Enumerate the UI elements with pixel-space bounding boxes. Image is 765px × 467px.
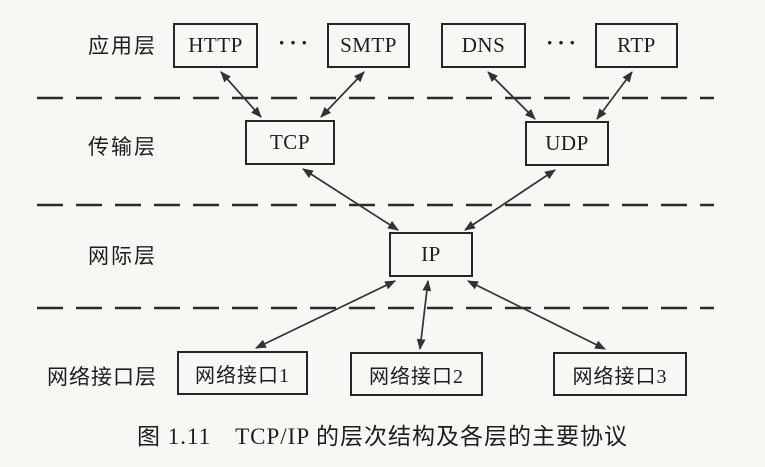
edge-dns-udp <box>487 71 536 120</box>
node-network-interface-2: 网络接口2 <box>350 352 483 396</box>
node-udp: UDP <box>525 121 609 166</box>
node-ip: IP <box>389 232 473 277</box>
edge-ip-ni3 <box>467 280 606 350</box>
layer-label-internet: 网际层 <box>88 244 157 268</box>
node-http: HTTP <box>173 23 258 68</box>
node-smtp: SMTP <box>327 23 410 68</box>
edge-ip-ni1 <box>255 280 396 349</box>
node-dns: DNS <box>441 23 526 68</box>
edge-udp-ip <box>464 169 556 231</box>
layer-label-network-interface: 网络接口层 <box>47 365 157 389</box>
layer-label-transport: 传输层 <box>88 135 157 159</box>
ellipsis-right: ··· <box>546 30 581 55</box>
node-network-interface-3: 网络接口3 <box>553 352 687 396</box>
edge-rtp-udp <box>596 71 633 120</box>
edge-ip-ni2 <box>416 279 432 351</box>
figure-caption: 图 1.11 TCP/IP 的层次结构及各层的主要协议 <box>136 424 629 449</box>
node-tcp: TCP <box>245 120 335 165</box>
edge-tcp-ip <box>302 168 399 231</box>
node-network-interface-1: 网络接口1 <box>177 351 308 395</box>
ellipsis-left: ··· <box>278 30 313 55</box>
layer-label-application: 应用层 <box>88 34 157 58</box>
edge-http-tcp <box>220 71 262 118</box>
edge-smtp-tcp <box>320 71 365 118</box>
node-rtp: RTP <box>595 23 678 68</box>
